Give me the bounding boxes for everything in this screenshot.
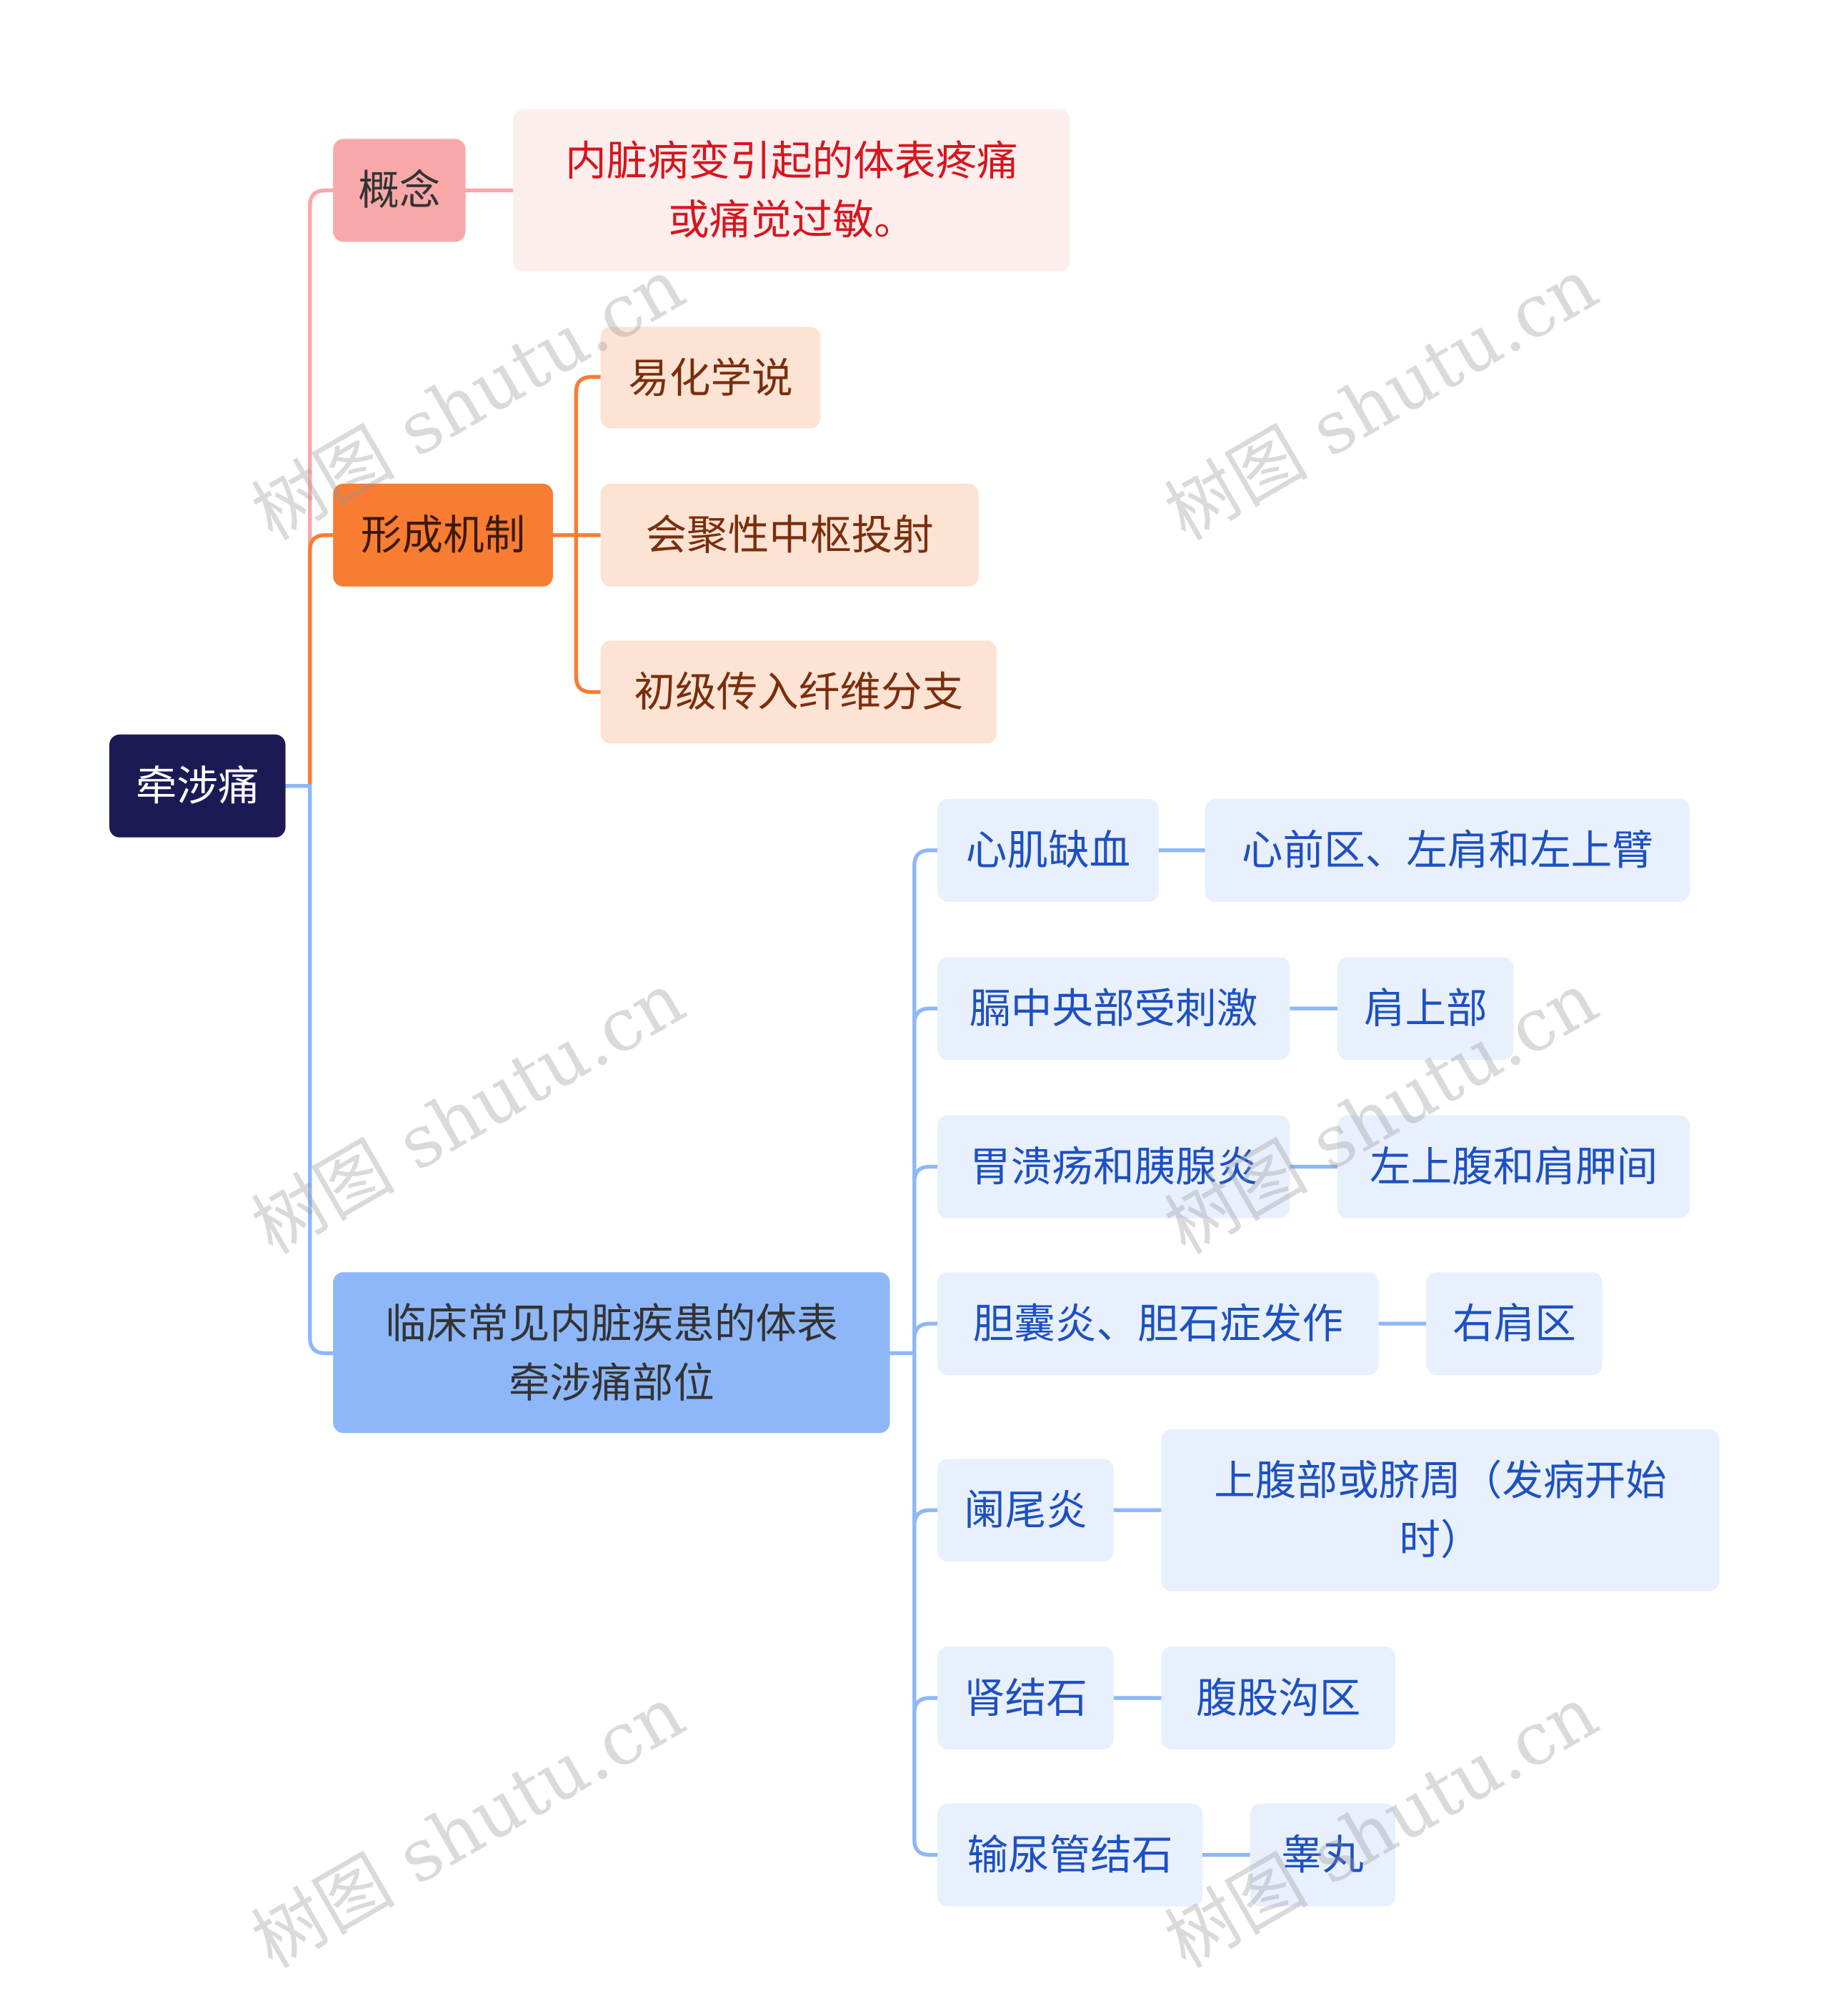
- site-node[interactable]: 右肩区: [1426, 1272, 1603, 1376]
- mechanism-child-node[interactable]: 会聚性中枢投射: [600, 483, 979, 587]
- connector-root-clinical: [285, 784, 334, 1356]
- connector-mechanism-children: [552, 374, 601, 695]
- disease-node[interactable]: 输尿管结石: [937, 1803, 1202, 1907]
- site-node[interactable]: 上腹部或脐周（发病开始 时）: [1161, 1429, 1720, 1592]
- disease-node[interactable]: 心肌缺血: [937, 798, 1159, 902]
- site-node[interactable]: 肩上部: [1337, 957, 1514, 1061]
- site-node[interactable]: 睾丸: [1250, 1803, 1395, 1907]
- mechanism-node[interactable]: 形成机制: [333, 483, 553, 587]
- connector-disease-site: [1113, 848, 1427, 1857]
- disease-node[interactable]: 肾结石: [937, 1647, 1114, 1749]
- site-node[interactable]: 腹股沟区: [1161, 1647, 1395, 1749]
- connector-root-mechanism: [308, 533, 334, 786]
- disease-node[interactable]: 胆囊炎、胆石症发作: [937, 1272, 1379, 1376]
- concept-detail-node[interactable]: 内脏病变引起的体表疼痛 或痛觉过敏。: [513, 109, 1070, 272]
- concept-node[interactable]: 概念: [333, 139, 466, 242]
- connector-clinical-children: [889, 848, 938, 1857]
- connector-root-concept: [285, 188, 334, 788]
- mechanism-child-node[interactable]: 初级传入纤维分支: [600, 640, 997, 744]
- disease-node[interactable]: 膈中央部受刺激: [937, 957, 1290, 1061]
- clinical-node[interactable]: 临床常见内脏疾患的体表 牵涉痛部位: [333, 1272, 890, 1434]
- root-node[interactable]: 牵涉痛: [109, 734, 286, 838]
- site-node[interactable]: 左上腹和肩胛间: [1337, 1115, 1690, 1218]
- site-node[interactable]: 心前区、左肩和左上臂: [1205, 798, 1690, 902]
- mechanism-child-node[interactable]: 易化学说: [600, 327, 821, 429]
- disease-node[interactable]: 胃溃疡和胰腺炎: [937, 1115, 1290, 1218]
- disease-node[interactable]: 阑尾炎: [937, 1459, 1114, 1562]
